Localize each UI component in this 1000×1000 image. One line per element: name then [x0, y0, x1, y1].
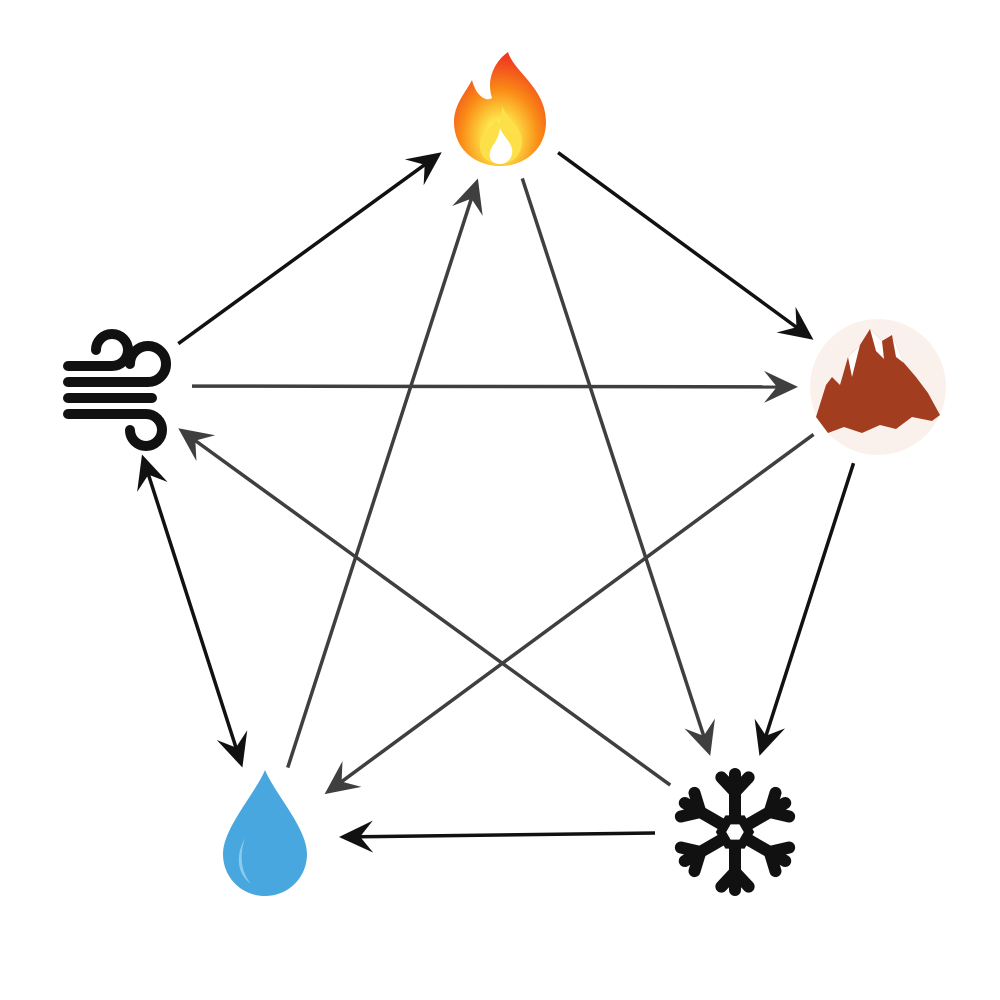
arrow-line [193, 438, 672, 787]
arrow-line [146, 473, 238, 750]
edge-fire-to-ice [520, 177, 715, 756]
edge-wind-to-fire [177, 152, 442, 346]
arrow-head [216, 730, 248, 768]
arrow-line [339, 432, 815, 784]
edge-wind-to-earth [191, 370, 799, 403]
fire-icon [454, 52, 546, 166]
arrow-head [763, 370, 799, 403]
arrow-head [754, 718, 786, 756]
arrow-head [324, 761, 362, 795]
arrow-head [684, 718, 715, 756]
edge-fire-to-earth [557, 151, 814, 340]
mountain-icon [810, 319, 946, 455]
arrow-head [137, 454, 168, 492]
edge-ice-to-water [338, 820, 656, 853]
arrow-head [452, 178, 483, 216]
arrow-line [286, 197, 474, 769]
snowflake-icon [674, 768, 796, 896]
arrow-head [404, 152, 442, 186]
water-drop-icon [223, 770, 307, 896]
edge-earth-to-ice [754, 462, 856, 756]
arrow-head [776, 306, 814, 340]
edge-water-to-fire [286, 178, 483, 769]
edge-ice-to-wind [178, 428, 672, 787]
arrow-head [338, 820, 374, 853]
edge-earth-to-water [324, 432, 815, 795]
edge-water-to-wind [137, 454, 248, 768]
arrow-line [191, 384, 779, 389]
arrow-line [557, 151, 799, 330]
arrow-head [178, 428, 216, 462]
wind-icon [63, 329, 171, 451]
arrow-line [520, 177, 706, 738]
edges-layer [137, 151, 856, 853]
arrow-line [177, 162, 427, 346]
arrow-line [763, 462, 856, 738]
arrow-line [358, 831, 656, 839]
